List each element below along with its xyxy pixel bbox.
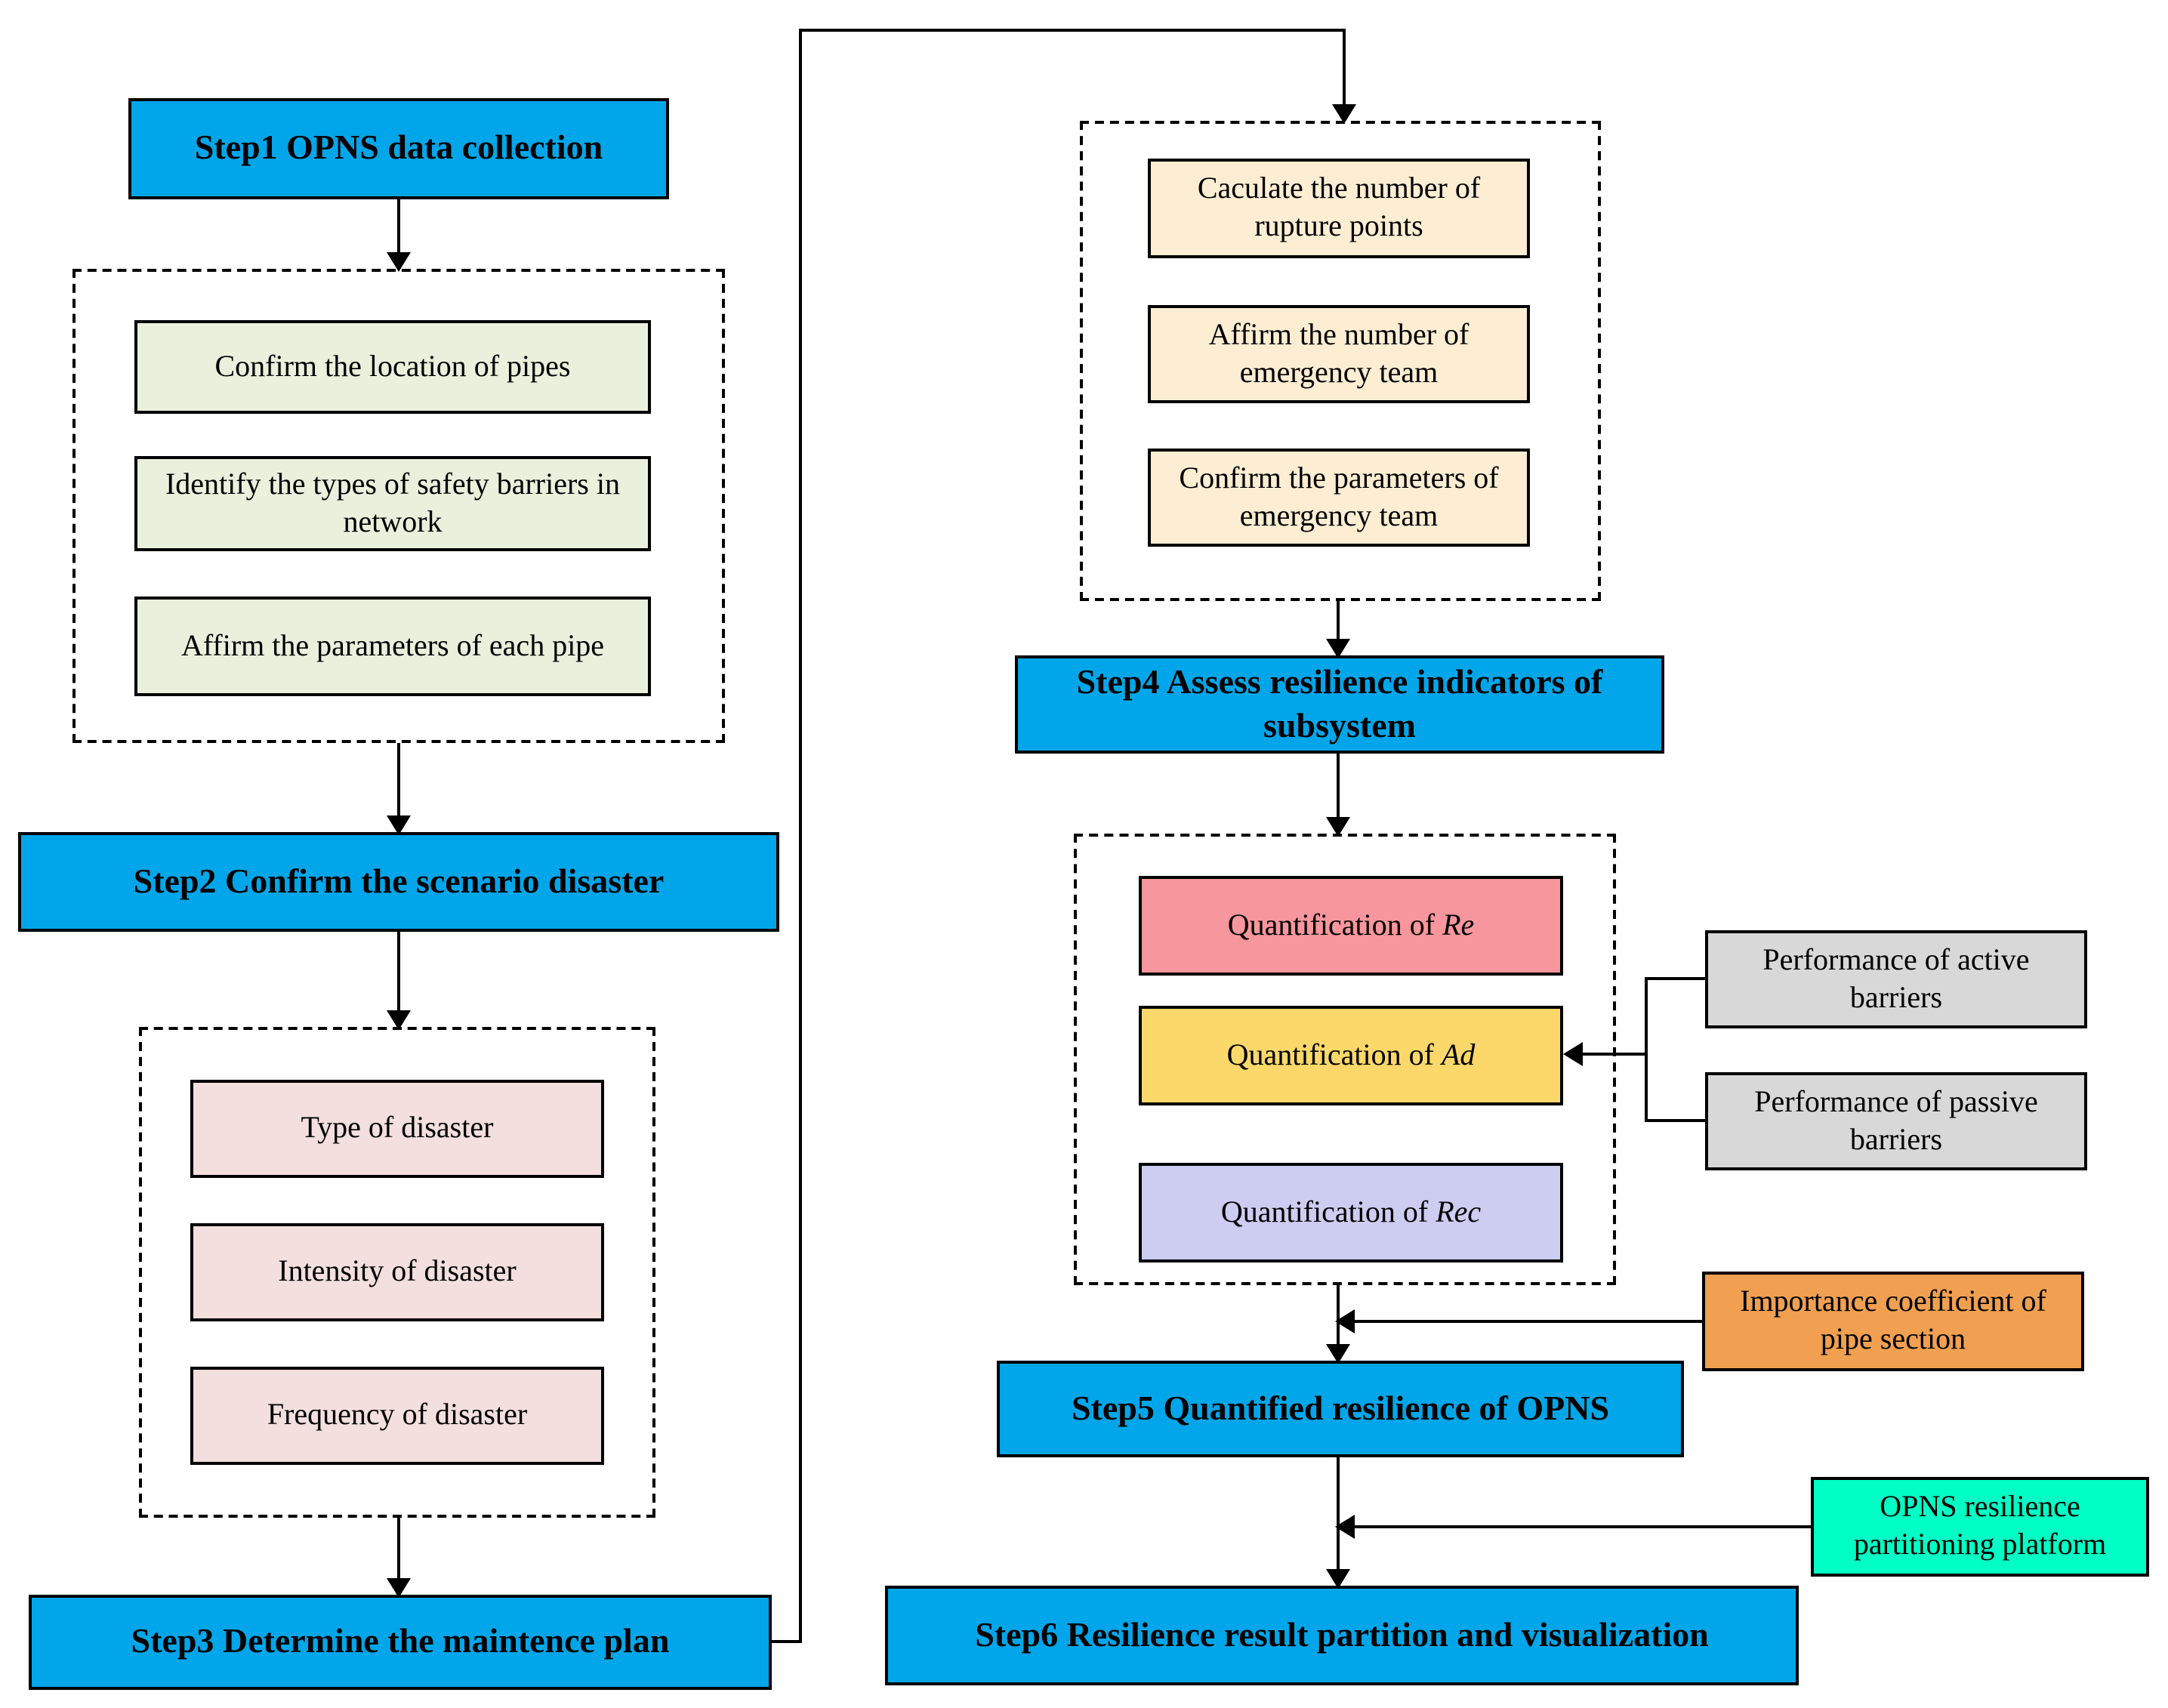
route-up-segment (799, 29, 802, 1643)
bracket-stub-passive (1646, 1119, 1705, 1122)
connector-group-to-step4 (1337, 601, 1340, 639)
connector-group-to-step2 (397, 743, 400, 815)
connector-step1-to-group (397, 199, 400, 252)
step3-box: Step3 Determine the maintence plan (29, 1595, 772, 1690)
connector-barriers-to-ad (1581, 1053, 1646, 1056)
quantification-ad-label: Quantification of Ad (1226, 1038, 1476, 1071)
disaster-item: Intensity of disaster (190, 1223, 604, 1321)
route-step3-out (772, 1640, 802, 1643)
arrowhead-into-ad (1563, 1042, 1583, 1066)
step5-box: Step5 Quantified resilience of OPNS (997, 1361, 1684, 1457)
route-top-segment (799, 29, 1346, 32)
passive-barriers-box: Performance of passive barriers (1705, 1072, 2087, 1170)
step4-box: Step4 Assess resilience indicators of su… (1015, 655, 1664, 754)
re-symbol: Re (1442, 908, 1475, 942)
emergency-item: Caculate the number of rupture points (1148, 159, 1530, 258)
connector-step5-to-step6 (1337, 1457, 1340, 1569)
bracket-vertical (1645, 977, 1648, 1122)
disaster-item: Frequency of disaster (190, 1367, 604, 1465)
quantification-re-box: Quantification of Re (1139, 876, 1563, 976)
route-down-segment (1343, 29, 1346, 104)
ad-symbol: Ad (1441, 1038, 1476, 1071)
arrowhead-group-to-step4 (1326, 639, 1350, 658)
importance-coefficient-box: Importance coefficient of pipe section (1702, 1272, 2084, 1371)
arrowhead-route-into-group (1332, 104, 1356, 124)
arrowhead-step4-to-group (1326, 817, 1350, 837)
step1-box: Step1 OPNS data collection (128, 98, 669, 199)
step6-box: Step6 Resilience result partition and vi… (885, 1586, 1799, 1685)
rec-symbol: Rec (1436, 1195, 1482, 1229)
arrowhead-step1-to-group (387, 252, 411, 272)
connector-platform (1353, 1525, 1811, 1528)
emergency-group (1080, 121, 1601, 601)
emergency-item: Confirm the parameters of emergency team (1148, 449, 1530, 547)
arrowhead-step2-to-group (387, 1010, 411, 1030)
arrowhead-group-to-step3 (387, 1578, 411, 1598)
connector-step4-to-group (1337, 754, 1340, 817)
step2-box: Step2 Confirm the scenario disaster (18, 832, 779, 932)
quantification-re-label: Quantification of Re (1227, 908, 1475, 942)
connector-step2-to-group (397, 932, 400, 1010)
arrowhead-importance (1335, 1309, 1355, 1333)
opns-data-group (72, 269, 725, 743)
quantification-group (1074, 834, 1616, 1285)
opns-data-item: Confirm the location of pipes (134, 320, 651, 414)
quantification-ad-box: Quantification of Ad (1139, 1006, 1563, 1105)
platform-box: OPNS resilience partitioning platform (1811, 1477, 2149, 1577)
arrowhead-group-to-step5 (1326, 1344, 1350, 1364)
connector-group-to-step3 (397, 1518, 400, 1578)
bracket-stub-active (1646, 977, 1705, 980)
arrowhead-group-to-step2 (387, 815, 411, 835)
emergency-item: Affirm the number of emergency team (1148, 305, 1530, 403)
opns-data-item: Affirm the parameters of each pipe (134, 597, 651, 696)
disaster-group (139, 1027, 655, 1518)
quantification-rec-label: Quantification of Rec (1220, 1195, 1482, 1229)
quantification-rec-box: Quantification of Rec (1139, 1163, 1563, 1263)
connector-importance (1353, 1320, 1702, 1323)
arrowhead-platform (1335, 1515, 1355, 1539)
disaster-item: Type of disaster (190, 1080, 604, 1178)
arrowhead-step5-to-step6 (1326, 1569, 1350, 1589)
opns-data-item: Identify the types of safety barriers in… (134, 456, 651, 551)
active-barriers-box: Performance of active barriers (1705, 930, 2087, 1028)
